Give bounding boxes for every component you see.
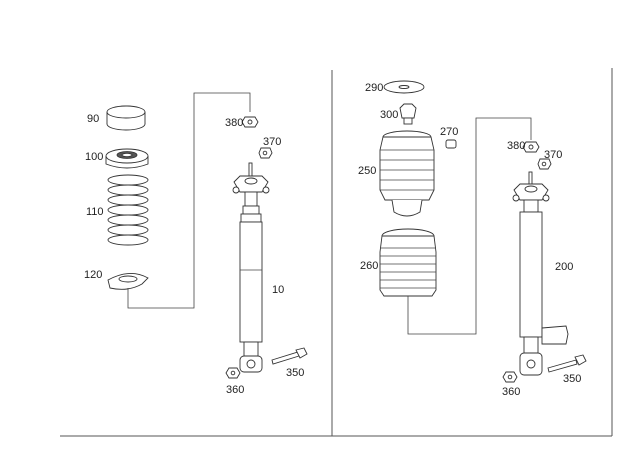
part-270-fitting [445,139,457,149]
callout-380-right: 380 [507,140,525,152]
part-200-shock-absorber [512,171,569,376]
part-360-nut-left [225,367,241,379]
part-360-nut-right [502,371,518,383]
callout-110: 110 [86,206,104,218]
part-100-spring-seat [105,148,149,169]
part-120-spring-pad [107,273,149,290]
callout-120: 120 [84,269,102,281]
callout-100: 100 [85,151,103,163]
part-370-washer-left [258,147,273,159]
leader-bracket-right [407,117,532,335]
part-370-washer-right [537,158,552,170]
part-90-dust-cap [106,105,146,131]
part-350-bolt-left [271,347,308,365]
part-110-coil-spring [107,174,149,246]
callout-360-right: 360 [502,386,520,398]
part-350-bolt-right [547,354,587,373]
part-10-shock-absorber [232,162,270,373]
callout-270: 270 [440,126,458,138]
leader-bracket-left [127,92,251,309]
part-250-air-spring-upper [379,130,435,217]
callout-260: 260 [360,260,378,272]
callout-370-right: 370 [544,149,562,161]
part-380-nut-right [522,141,540,153]
callout-350-left: 350 [286,367,304,379]
callout-200: 200 [555,261,573,273]
part-290-washer [383,80,425,94]
part-380-nut-left [241,116,259,128]
callout-10: 10 [272,284,284,296]
callout-370-left: 370 [263,136,281,148]
callout-90: 90 [87,113,99,125]
part-300-valve [399,103,417,125]
callout-380-left: 380 [225,117,243,129]
part-260-air-spring-bellows [379,228,437,297]
callout-360-left: 360 [226,384,244,396]
callout-250: 250 [358,165,376,177]
callout-300: 300 [380,109,398,121]
callout-290: 290 [365,82,383,94]
diagram-frame [60,68,613,437]
callout-350-right: 350 [563,373,581,385]
